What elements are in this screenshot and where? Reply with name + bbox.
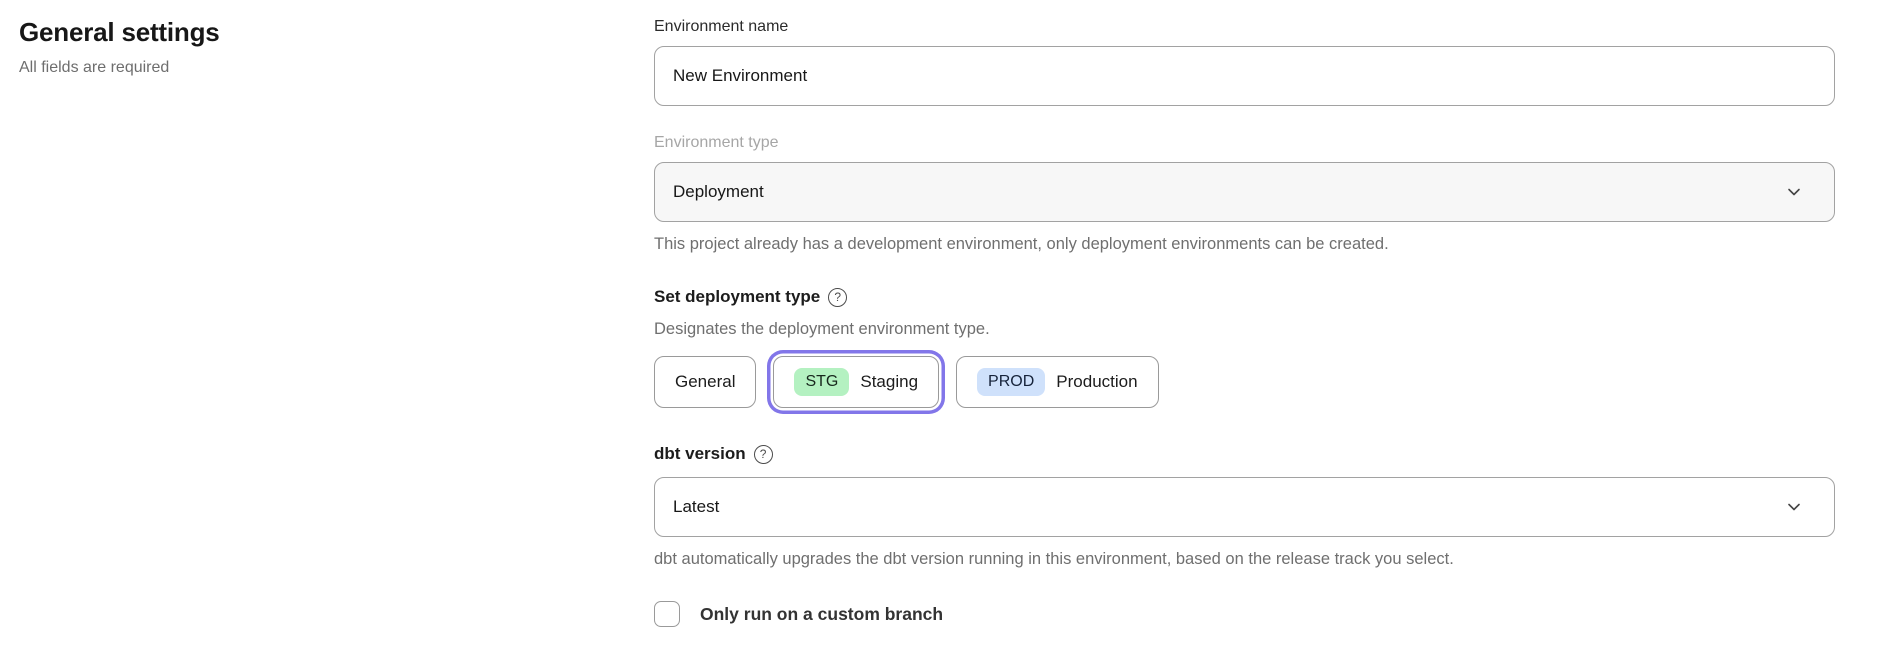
environment-name-input[interactable] [673,66,1816,86]
deployment-type-general-label: General [675,372,736,391]
environment-form: Environment name Environment type Deploy… [654,0,1835,627]
environment-name-field: Environment name [654,18,1835,106]
custom-branch-row: Only run on a custom branch [654,601,1835,627]
dbt-version-field: dbt version ? Latest dbt automatically u… [654,444,1835,569]
environment-name-input-wrap [654,46,1835,106]
chevron-down-icon [1788,503,1800,511]
settings-header: General settings All fields are required [0,0,654,627]
page-subtitle: All fields are required [19,59,170,77]
custom-branch-checkbox[interactable] [654,601,680,627]
custom-branch-label: Only run on a custom branch [700,603,944,624]
dbt-version-select[interactable]: Latest [654,477,1835,537]
deployment-type-production-label: Production [1056,372,1138,391]
dbt-version-value: Latest [673,497,720,516]
general-settings-page: General settings All fields are required… [0,0,1835,627]
deployment-type-staging-button[interactable]: STG Staging [773,356,940,408]
deployment-type-general-button[interactable]: General [654,356,757,408]
deployment-type-staging-label: Staging [860,372,919,391]
environment-type-value: Deployment [673,182,764,201]
environment-type-helper: This project already has a development e… [654,235,1389,253]
deployment-type-heading: Set deployment type [654,287,821,306]
chevron-down-icon [1788,188,1800,196]
staging-badge: STG [794,368,850,396]
deployment-type-description: Designates the deployment environment ty… [654,320,990,338]
page-title: General settings [19,17,220,47]
help-icon[interactable]: ? [753,444,773,464]
environment-name-label: Environment name [654,18,789,35]
production-badge: PROD [977,368,1046,396]
deployment-type-options: General STG Staging PROD Production [654,356,1835,408]
environment-type-field: Environment type Deployment This project… [654,134,1835,254]
dbt-version-heading: dbt version [654,444,746,463]
environment-type-select[interactable]: Deployment [654,162,1835,222]
deployment-type-production-button[interactable]: PROD Production [956,356,1159,408]
dbt-version-helper: dbt automatically upgrades the dbt versi… [654,550,1454,568]
deployment-type-field: Set deployment type ? Designates the dep… [654,287,1835,408]
environment-type-label: Environment type [654,134,779,151]
help-icon[interactable]: ? [828,287,848,307]
